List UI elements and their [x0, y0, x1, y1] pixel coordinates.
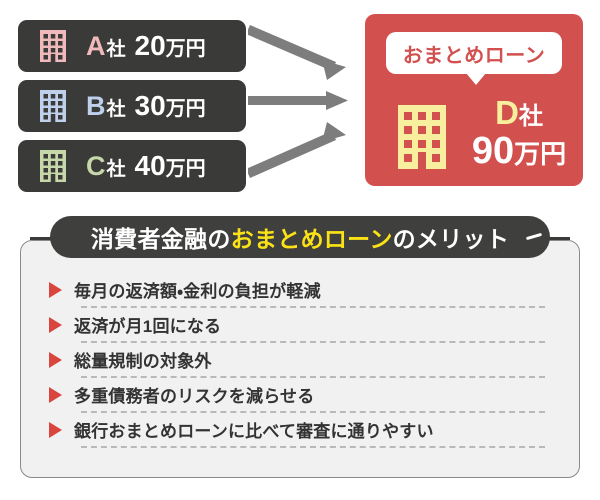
- triangle-right-icon: [49, 351, 62, 368]
- divider: [81, 411, 545, 413]
- divider: [81, 341, 545, 343]
- amount-unit-d: 万円: [514, 138, 567, 169]
- amount-c: 40: [134, 150, 166, 181]
- merit-text: 多重債務者のリスクを減らせる: [74, 387, 315, 406]
- divider: [81, 306, 545, 308]
- triangle-right-icon: [49, 386, 62, 403]
- heading-rule-left: [30, 237, 64, 240]
- list-item: 銀行おまとめローンに比べて審査に通りやすい: [49, 413, 551, 446]
- building-icon: [40, 30, 66, 62]
- amount-b: 30: [134, 90, 166, 121]
- speech-bubble-label: おまとめローン: [402, 44, 546, 67]
- list-item: 多重債務者のリスクを減らせる: [49, 378, 551, 411]
- merit-text: 総量規制の対象外: [74, 352, 212, 371]
- company-suffix-b: 社: [106, 99, 126, 120]
- merit-text: 返済が月1回になる: [74, 317, 222, 336]
- amount-unit-c: 万円: [165, 158, 206, 180]
- company-suffix-a: 社: [106, 39, 126, 60]
- building-icon: [40, 150, 66, 182]
- speech-bubble: おまとめローン: [386, 32, 562, 74]
- page-title: 消費者金融のおまとめローンのメリット: [91, 220, 509, 254]
- merit-text: 毎月の返済額・金利の負担が軽減: [74, 282, 321, 301]
- triangle-right-icon: [49, 281, 62, 298]
- speech-bubble-tail-icon: [466, 73, 486, 85]
- list-item: 毎月の返済額・金利の負担が軽減: [49, 273, 551, 306]
- merits-heading-pill: 消費者金融のおまとめローンのメリット: [50, 216, 550, 258]
- triangle-right-icon: [49, 316, 62, 333]
- amount-unit-b: 万円: [165, 98, 206, 120]
- consolidated-amount-label: D社 90万円: [463, 96, 575, 170]
- consolidated-loan-box: おまとめローン D社 90万円: [365, 14, 583, 186]
- company-letter-d: D: [495, 94, 519, 131]
- amount-a: 20: [134, 30, 166, 61]
- heading-tick-icon: [525, 232, 543, 241]
- company-suffix-d: 社: [518, 103, 543, 130]
- company-letter-a: A: [86, 31, 106, 61]
- arrow-group: [248, 25, 348, 178]
- triangle-right-icon: [49, 421, 62, 438]
- company-letter-c: C: [86, 151, 106, 181]
- amount-unit-a: 万円: [165, 38, 206, 60]
- amount-d: 90: [471, 129, 515, 172]
- arrow-right-icon: [248, 122, 346, 178]
- company-letter-b: B: [86, 91, 106, 121]
- merit-text: 銀行おまとめローンに比べて審査に通りやすい: [74, 422, 434, 441]
- divider: [81, 446, 545, 448]
- building-icon: [398, 105, 446, 169]
- heading-part-1: 消費者金融の: [90, 226, 231, 252]
- company-suffix-c: 社: [106, 159, 126, 180]
- list-item: 総量規制の対象外: [49, 343, 551, 376]
- merits-panel: 毎月の返済額・金利の負担が軽減 返済が月1回になる 総量規制の対象外 多重債務者…: [20, 240, 580, 478]
- heading-highlight: おまとめローン: [230, 226, 393, 252]
- arrow-right-icon: [248, 25, 346, 80]
- divider: [81, 376, 545, 378]
- list-item: 返済が月1回になる: [49, 308, 551, 341]
- heading-rule-right: [536, 237, 570, 240]
- merits-list: 毎月の返済額・金利の負担が軽減 返済が月1回になる 総量規制の対象外 多重債務者…: [21, 273, 579, 448]
- building-icon: [40, 90, 66, 122]
- heading-part-2: のメリット: [392, 226, 510, 252]
- arrow-right-icon: [248, 91, 348, 110]
